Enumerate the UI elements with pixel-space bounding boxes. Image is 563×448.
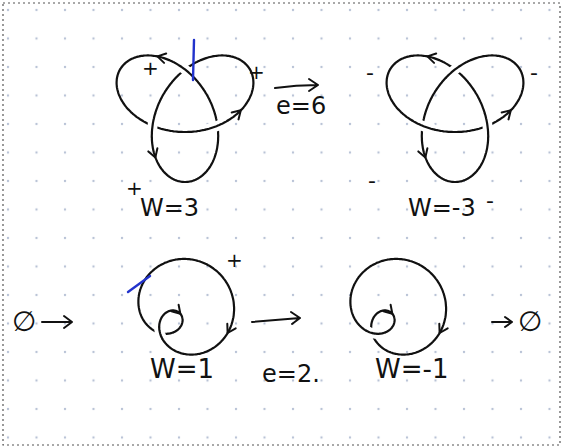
move-arrow <box>252 312 300 324</box>
orientation-arrow <box>502 110 511 119</box>
annotation-label: + <box>226 250 243 270</box>
annotation-label: + <box>142 58 159 78</box>
knot-strand <box>387 55 524 182</box>
over-strand <box>446 63 464 77</box>
orientation-arrow <box>439 324 447 333</box>
crossing-gap <box>152 114 155 137</box>
orientation-arrow <box>384 305 393 314</box>
over-strand <box>485 114 488 137</box>
annotation-label: W=-1 <box>375 356 448 382</box>
move-arrow <box>42 316 72 328</box>
over-strand <box>413 121 435 130</box>
crossing-gap <box>159 327 162 338</box>
annotation-label: e=2. <box>262 362 320 386</box>
crossing-gap <box>413 121 435 130</box>
annotation-label: W=3 <box>140 196 199 220</box>
knot-strand <box>117 55 254 182</box>
over-strand <box>367 331 378 334</box>
knot-strand <box>350 259 446 355</box>
annotation-label: - <box>530 62 538 84</box>
frame <box>3 3 560 445</box>
annotation-label: - <box>486 190 494 212</box>
annotation-label: - <box>368 170 376 192</box>
knot-strand <box>138 259 234 355</box>
move-arrow <box>492 317 512 327</box>
orientation-arrow <box>148 148 157 157</box>
orientation-arrow <box>418 148 427 157</box>
crossing-gap <box>485 114 488 137</box>
over-strand <box>159 327 162 338</box>
orientation-arrow <box>227 324 235 333</box>
over-strand <box>176 63 194 77</box>
annotation-label: ∅ <box>12 308 36 336</box>
crossing-gap <box>206 121 228 130</box>
annotation-label: W=1 <box>150 356 214 382</box>
crossing-gap <box>446 63 464 77</box>
blue-mark <box>193 40 194 80</box>
annotation-label: W=-3 <box>408 196 476 220</box>
knot-diagrams <box>117 54 524 355</box>
crossing-gap <box>176 63 194 77</box>
move-arrows <box>42 79 512 328</box>
move-arrow <box>275 79 318 91</box>
over-strand <box>206 121 228 130</box>
blue-marks <box>128 40 194 292</box>
crossing-gap <box>367 331 378 334</box>
orientation-arrow <box>172 305 181 314</box>
orientation-arrow <box>232 110 241 119</box>
over-strand <box>152 114 155 137</box>
annotation-label: + <box>126 178 143 198</box>
annotation-label: e=6 <box>276 94 326 118</box>
orientation-arrow <box>427 54 436 63</box>
annotation-label: ∅ <box>518 308 542 336</box>
annotation-label: - <box>366 62 374 84</box>
annotation-label: + <box>248 62 265 82</box>
blue-mark <box>128 276 150 292</box>
